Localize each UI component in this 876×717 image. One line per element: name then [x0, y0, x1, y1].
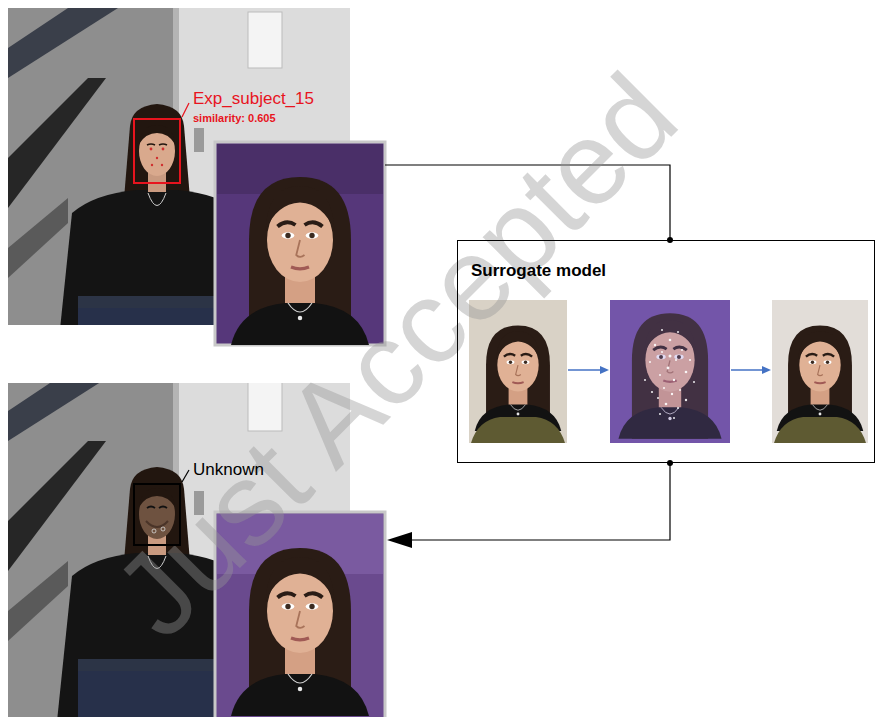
panel-title: Surrogate model — [471, 261, 606, 281]
surrogate-input-photo — [469, 300, 567, 443]
flow-line — [385, 165, 673, 243]
portrait-photo-bottom — [215, 512, 385, 717]
surrogate-perturbation-photo — [610, 300, 730, 443]
surrogate-model-panel: Surrogate model — [457, 240, 875, 463]
blue-arrow — [731, 366, 771, 374]
leader-line — [182, 470, 189, 482]
face-detection-box: Unknown — [133, 483, 181, 546]
identity-label: Unknown — [193, 460, 264, 480]
identity-label: Exp_subject_15 — [193, 89, 314, 109]
blue-arrow — [568, 366, 609, 374]
leader-line — [182, 103, 189, 117]
portrait-photo-top — [215, 142, 385, 345]
flow-arrow — [387, 460, 673, 548]
similarity-score: similarity: 0.605 — [193, 112, 276, 125]
surrogate-panel-ground — [457, 240, 875, 463]
face-detection-box: Exp_subject_15similarity: 0.605 — [133, 118, 181, 184]
surrogate-output-photo — [772, 300, 868, 443]
